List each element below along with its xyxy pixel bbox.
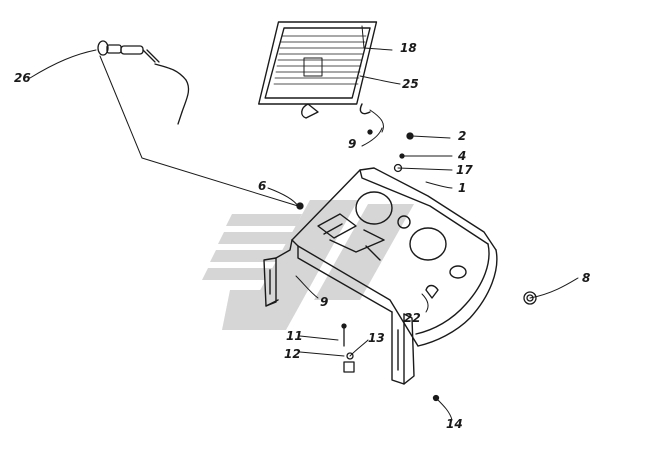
- callout-12: 12: [284, 347, 301, 361]
- callout-14: 14: [446, 417, 463, 431]
- callout-9-top: 9: [348, 137, 356, 151]
- callout-25: 25: [402, 77, 419, 91]
- striped-logo-watermark: [202, 200, 414, 330]
- callout-11: 11: [286, 329, 303, 343]
- callout-4: 4: [457, 149, 466, 163]
- callout-labels: 26 18 25 9 2 4 17 1 6 8 9 22 11 13 12 14: [14, 41, 590, 431]
- callout-26: 26: [14, 71, 31, 85]
- callout-6: 6: [258, 179, 266, 193]
- left-bracket: [263, 239, 293, 307]
- front-support: [391, 311, 415, 385]
- callout-22: 22: [404, 311, 421, 325]
- leader-lines: [29, 25, 579, 421]
- part-26-cable-assembly: [97, 40, 299, 207]
- callout-17: 17: [456, 163, 473, 177]
- fasteners: [296, 129, 537, 402]
- part-18-grille-panel: [258, 21, 378, 119]
- callout-2: 2: [458, 129, 466, 143]
- callout-18: 18: [400, 41, 417, 55]
- callout-9-bottom: 9: [320, 295, 328, 309]
- callout-1: 1: [458, 181, 466, 195]
- part-1-dashboard-panel: [291, 167, 498, 347]
- callout-13: 13: [368, 331, 385, 345]
- callout-8: 8: [582, 271, 590, 285]
